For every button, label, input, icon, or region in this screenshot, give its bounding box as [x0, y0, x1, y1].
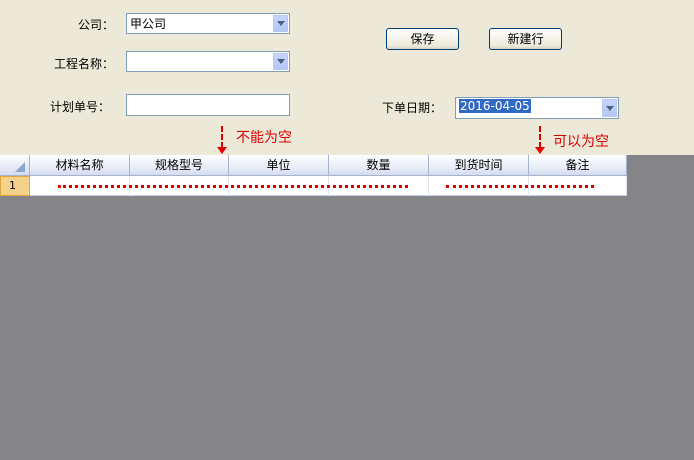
grid-empty-area [0, 155, 694, 460]
column-header[interactable]: 材料名称 [30, 155, 130, 176]
optional-note: 可以为空 [553, 134, 609, 150]
company-combo[interactable]: 甲公司 [126, 13, 290, 34]
plan-number-label: 计划单号： [50, 100, 111, 114]
chevron-down-icon[interactable] [273, 15, 288, 32]
required-note: 不能为空 [236, 130, 292, 146]
company-label: 公司： [78, 18, 115, 32]
order-date-value: 2016-04-05 [459, 99, 531, 113]
chevron-down-icon[interactable] [273, 53, 288, 70]
order-date-label: 下单日期： [382, 101, 443, 115]
down-arrow-icon [217, 126, 227, 154]
down-arrow-icon [535, 126, 545, 154]
column-header[interactable]: 备注 [529, 155, 627, 176]
row-header[interactable]: 1 [0, 176, 30, 196]
column-header[interactable]: 单位 [229, 155, 329, 176]
column-header[interactable]: 到货时间 [429, 155, 529, 176]
project-name-label: 工程名称： [54, 57, 115, 71]
required-marker [58, 185, 408, 188]
order-date-picker[interactable]: 2016-04-05 [455, 97, 619, 119]
new-row-button[interactable]: 新建行 [489, 28, 562, 50]
project-name-combo[interactable] [126, 51, 290, 72]
save-button[interactable]: 保存 [386, 28, 459, 50]
select-all-corner[interactable] [0, 155, 30, 176]
column-header[interactable]: 规格型号 [130, 155, 229, 176]
company-value: 甲公司 [130, 17, 167, 31]
plan-number-input[interactable] [126, 94, 290, 116]
optional-marker [446, 185, 594, 188]
chevron-down-icon[interactable] [602, 99, 617, 117]
column-header[interactable]: 数量 [329, 155, 429, 176]
